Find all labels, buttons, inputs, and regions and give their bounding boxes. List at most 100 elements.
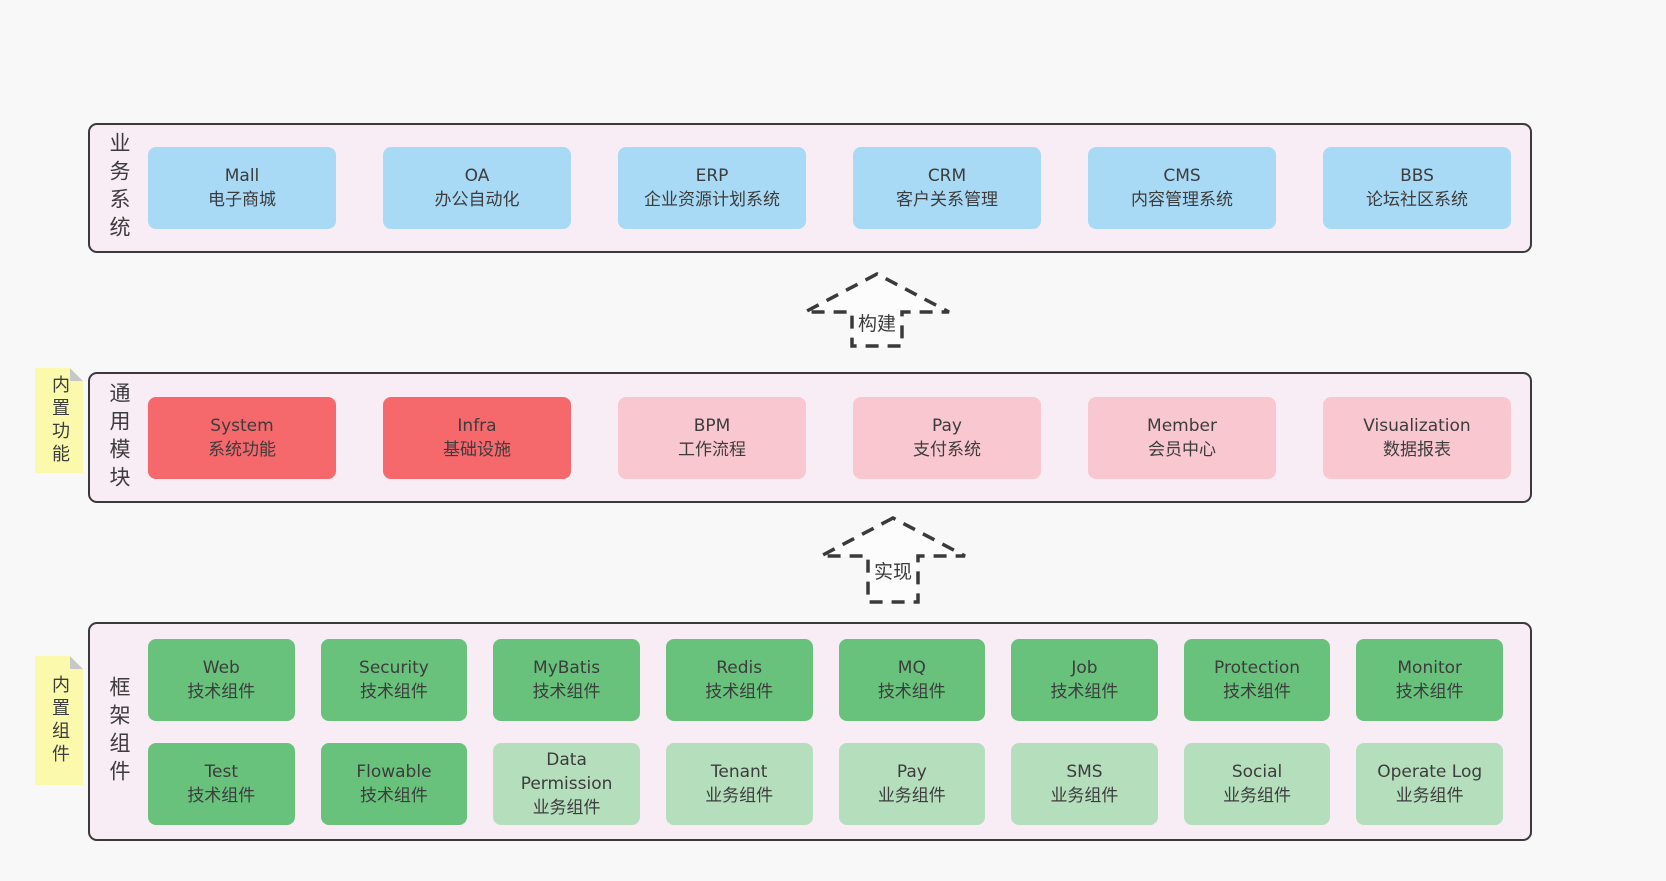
box-cms: CMS 内容管理系统 xyxy=(1088,147,1276,229)
box-subtitle: 支付系统 xyxy=(913,439,981,460)
business-systems-boxes: Mall 电子商城 OA 办公自动化 ERP 企业资源计划系统 CRM 客户关系管理 CMS 内容… xyxy=(148,125,1538,251)
box-subtitle: 业务组件 xyxy=(532,797,601,818)
box-visualization: Visualization 数据报表 xyxy=(1323,396,1511,479)
box-title: BBS xyxy=(1400,166,1434,186)
box-title: OA xyxy=(464,166,490,186)
box-mq: MQ 技术组件 xyxy=(838,638,986,721)
box-subtitle: 会员中心 xyxy=(1148,439,1216,460)
box-title: Operate Log xyxy=(1377,761,1483,782)
box-subtitle: 业务组件 xyxy=(1223,785,1292,806)
box-redis: Redis 技术组件 xyxy=(665,638,813,721)
box-sms: SMS 业务组件 xyxy=(1011,742,1158,825)
box-erp: ERP 企业资源计划系统 xyxy=(618,147,806,229)
box-title: CMS xyxy=(1163,166,1201,186)
box-mall: Mall 电子商城 xyxy=(148,147,336,229)
sticky-note-builtin-components: 内置组件 xyxy=(35,656,83,785)
sticky-note-label: 内置组件 xyxy=(49,674,70,767)
box-system: System 系统功能 xyxy=(148,396,336,479)
box-title: Pay xyxy=(932,415,962,436)
arrow-build-label: 构建 xyxy=(855,309,899,336)
box-title: Pay xyxy=(896,761,927,782)
box-title: MQ xyxy=(897,657,926,678)
box-title: Flowable xyxy=(356,761,432,782)
box-title: Job xyxy=(1071,657,1098,678)
box-subtitle: 论坛社区系统 xyxy=(1366,190,1468,210)
arrow-implement: 实现 xyxy=(818,515,968,605)
box-title: Infra xyxy=(457,415,497,436)
box-title: Monitor xyxy=(1397,657,1462,678)
box-subtitle: 数据报表 xyxy=(1383,439,1451,460)
box-subtitle: 基础设施 xyxy=(443,439,511,460)
box-subtitle: 技术组件 xyxy=(359,785,428,806)
box-title: Mall xyxy=(224,166,260,186)
box-title: Member xyxy=(1147,415,1217,436)
box-subtitle: 企业资源计划系统 xyxy=(644,190,780,210)
box-subtitle: 技术组件 xyxy=(1050,681,1119,702)
box-subtitle: 技术组件 xyxy=(1395,681,1464,702)
box-flowable: Flowable 技术组件 xyxy=(320,742,468,825)
box-subtitle: 技术组件 xyxy=(187,785,256,806)
box-subtitle: 业务组件 xyxy=(1050,785,1119,806)
box-subtitle: 客户关系管理 xyxy=(896,190,998,210)
box-infra: Infra 基础设施 xyxy=(383,396,571,479)
box-title: BPM xyxy=(693,415,731,436)
box-title: Protection xyxy=(1214,657,1301,678)
box-tenant: Tenant 业务组件 xyxy=(665,742,813,825)
box-security: Security 技术组件 xyxy=(320,638,468,721)
arrow-implement-label: 实现 xyxy=(871,557,915,584)
box-test: Test 技术组件 xyxy=(148,742,295,825)
box-title: Redis xyxy=(716,657,763,678)
box-title: Data Permission xyxy=(520,749,613,794)
box-title: CRM xyxy=(927,166,967,186)
layer-business-systems: 业务系统 Mall 电子商城 OA 办公自动化 ERP 企业资源计划系统 CRM 客户关系管理… xyxy=(88,123,1532,253)
box-title: Tenant xyxy=(710,761,768,782)
box-job: Job 技术组件 xyxy=(1011,638,1158,721)
sticky-note-builtin-features: 内置功能 xyxy=(35,368,83,473)
box-subtitle: 系统功能 xyxy=(208,439,276,460)
box-title: Web xyxy=(202,657,240,678)
box-title: Security xyxy=(359,657,429,678)
box-title: Test xyxy=(204,761,239,782)
arrow-build: 构建 xyxy=(802,271,952,349)
box-protection: Protection 技术组件 xyxy=(1183,638,1331,721)
box-subtitle: 技术组件 xyxy=(877,681,946,702)
box-subtitle: 电子商城 xyxy=(208,190,276,210)
sticky-note-label: 内置功能 xyxy=(49,374,70,467)
box-subtitle: 业务组件 xyxy=(877,785,946,806)
box-pay: Pay 业务组件 xyxy=(838,742,986,825)
box-subtitle: 技术组件 xyxy=(187,681,256,702)
box-subtitle: 技术组件 xyxy=(532,681,601,702)
box-oa: OA 办公自动化 xyxy=(383,147,571,229)
box-subtitle: 内容管理系统 xyxy=(1131,190,1233,210)
box-subtitle: 办公自动化 xyxy=(434,190,520,210)
folded-corner-icon xyxy=(70,368,83,381)
box-title: System xyxy=(210,415,274,436)
box-bbs: BBS 论坛社区系统 xyxy=(1323,147,1511,229)
box-subtitle: 业务组件 xyxy=(705,785,774,806)
box-title: SMS xyxy=(1066,761,1103,782)
box-title: Visualization xyxy=(1363,415,1471,436)
layer-label-business-systems: 业务系统 xyxy=(107,132,131,244)
box-operate-log: Operate Log 业务组件 xyxy=(1356,742,1503,825)
box-pay: Pay 支付系统 xyxy=(853,396,1041,479)
box-subtitle: 技术组件 xyxy=(359,681,428,702)
box-member: Member 会员中心 xyxy=(1088,396,1276,479)
box-web: Web 技术组件 xyxy=(148,638,295,721)
box-monitor: Monitor 技术组件 xyxy=(1356,638,1503,721)
box-subtitle: 业务组件 xyxy=(1395,785,1464,806)
layer-label-framework-components: 框架组件 xyxy=(107,675,131,788)
box-subtitle: 技术组件 xyxy=(705,681,774,702)
box-crm: CRM 客户关系管理 xyxy=(853,147,1041,229)
box-title: ERP xyxy=(695,166,729,186)
folded-corner-icon xyxy=(70,656,83,669)
box-subtitle: 技术组件 xyxy=(1223,681,1292,702)
box-data-permission: Data Permission 业务组件 xyxy=(493,742,640,825)
